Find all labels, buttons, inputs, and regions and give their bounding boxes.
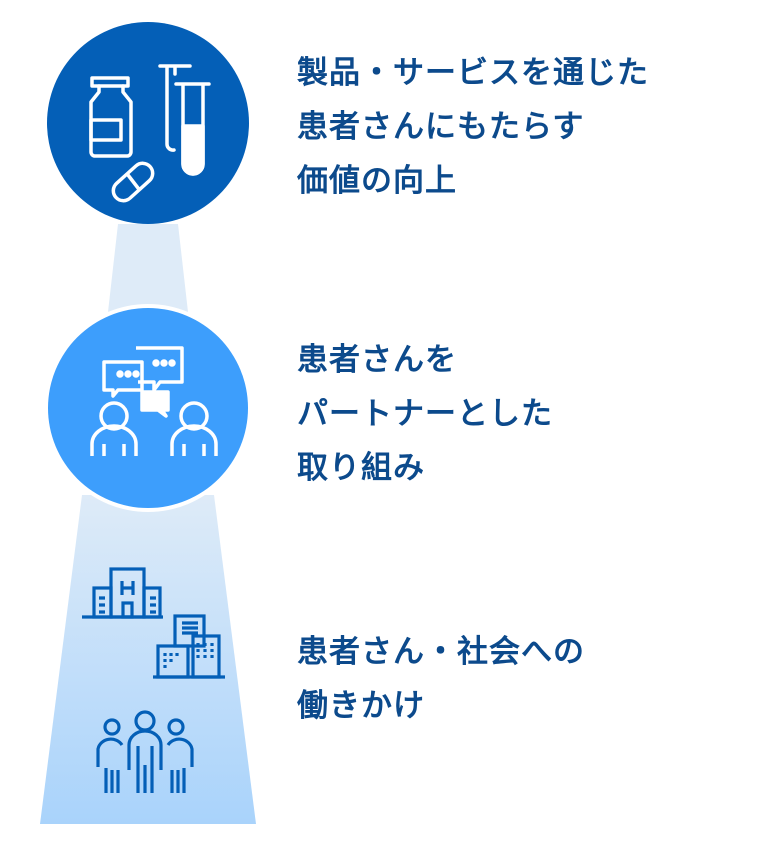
tier1-line: 患者さんにもたらす: [297, 109, 585, 145]
medicine-icon: [89, 64, 211, 203]
tier2-label: 患者さんを パートナーとした 取り組み: [297, 333, 553, 495]
tier3-line: 患者さん・社会への: [297, 634, 585, 670]
tier2-line: 患者さんを: [297, 342, 457, 378]
tier2-line: 取り組み: [297, 450, 425, 486]
tier1-line: 製品・サービスを通じた: [297, 55, 649, 91]
tier1-label: 製品・サービスを通じた 患者さんにもたらす 価値の向上: [297, 46, 649, 208]
tier2-circle: [44, 304, 252, 512]
office-buildings-icon: [153, 614, 225, 679]
tier3-label: 患者さん・社会への 働きかけ: [297, 625, 585, 733]
beam-upper: [108, 224, 188, 312]
tier2-line: パートナーとした: [297, 396, 553, 432]
patient-dialogue-icon: [90, 346, 218, 456]
society-icon: [82, 567, 225, 793]
tier1-line: 価値の向上: [297, 163, 457, 199]
hospital-icon: [82, 567, 163, 619]
people-group-icon: [96, 710, 194, 793]
tier3-line: 働きかけ: [297, 688, 425, 724]
beam-lower: [40, 495, 256, 824]
tier1-circle: [47, 22, 249, 224]
